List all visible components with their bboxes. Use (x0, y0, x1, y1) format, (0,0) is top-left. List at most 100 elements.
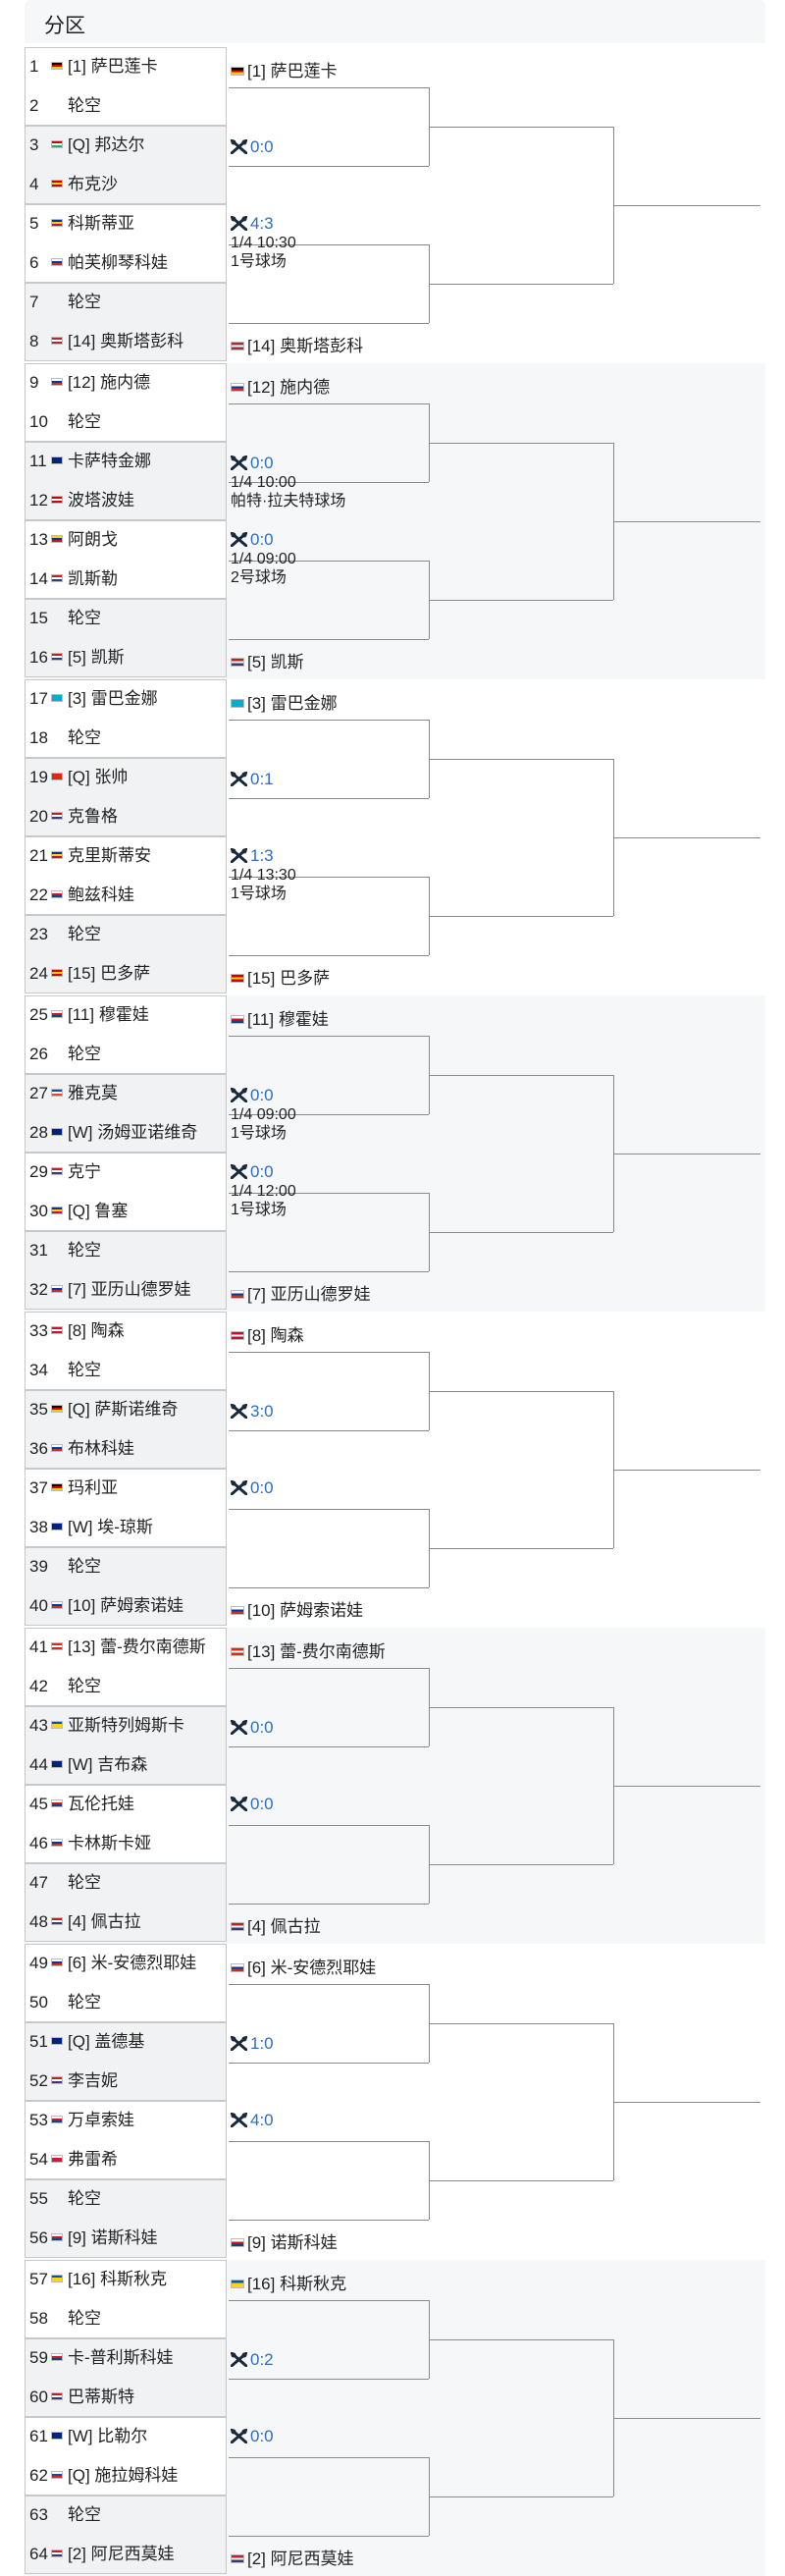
advanced-player-name[interactable]: [6] 米-安德烈耶娃 (247, 1959, 377, 1977)
player-row[interactable]: 3[Q] 邦达尔 (25, 126, 227, 165)
score-text[interactable]: 0:0 (250, 454, 274, 472)
player-name[interactable]: [W] 吉布森 (68, 1755, 148, 1774)
player-name[interactable]: [6] 米-安德烈耶娃 (68, 1954, 197, 1972)
player-name[interactable]: [8] 陶森 (68, 1321, 125, 1340)
advanced-player-name[interactable]: [7] 亚历山德罗娃 (247, 1285, 371, 1304)
player-row[interactable]: 17[3] 雷巴金娜 (25, 679, 227, 719)
player-name[interactable]: 鲍兹科娃 (68, 886, 134, 904)
advanced-player-name[interactable]: [9] 诺斯科娃 (247, 2233, 338, 2252)
player-name[interactable]: [4] 佩古拉 (68, 1912, 141, 1931)
player-name[interactable]: 轮空 (68, 96, 101, 115)
player-name[interactable]: [1] 萨巴莲卡 (68, 57, 158, 76)
match-score[interactable]: 0:0 (231, 2427, 274, 2446)
advanced-player-name[interactable]: [3] 雷巴金娜 (247, 694, 338, 713)
match-score[interactable]: 0:0 (231, 1795, 274, 1814)
score-text[interactable]: 0:0 (250, 530, 274, 549)
score-text[interactable]: 1:3 (250, 846, 274, 865)
player-name[interactable]: 科斯蒂亚 (68, 214, 134, 233)
advanced-player-name[interactable]: [8] 陶森 (247, 1326, 304, 1345)
player-row[interactable]: 48[4] 佩古拉 (25, 1903, 227, 1942)
score-text[interactable]: 0:1 (250, 770, 274, 788)
advanced-player[interactable]: [9] 诺斯科娃 (231, 2228, 338, 2253)
player-name[interactable]: 轮空 (68, 2189, 101, 2208)
advanced-player-name[interactable]: [1] 萨巴莲卡 (247, 62, 338, 80)
score-text[interactable]: 0:0 (250, 137, 274, 156)
player-name[interactable]: 李吉妮 (68, 2071, 118, 2090)
advanced-player[interactable]: [7] 亚历山德罗娃 (231, 1280, 371, 1305)
advanced-player[interactable]: [16] 科斯秋克 (231, 2270, 346, 2294)
player-row[interactable]: 64[2] 阿尼西莫娃 (25, 2535, 227, 2574)
advanced-player[interactable]: [11] 穆霍娃 (231, 1005, 329, 1030)
player-name[interactable]: [3] 雷巴金娜 (68, 689, 158, 708)
player-name[interactable]: 轮空 (68, 1361, 101, 1379)
match-score[interactable]: 0:1 (231, 770, 274, 789)
player-name[interactable]: [16] 科斯秋克 (68, 2270, 168, 2288)
advanced-player[interactable]: [5] 凯斯 (231, 648, 304, 672)
player-name[interactable]: [10] 萨姆索诺娃 (68, 1596, 184, 1615)
player-name[interactable]: 帕芙柳琴科娃 (68, 253, 168, 272)
player-name[interactable]: [15] 巴多萨 (68, 964, 151, 983)
player-row[interactable]: 57[16] 科斯秋克 (25, 2260, 227, 2299)
player-name[interactable]: 亚斯特列姆斯卡 (68, 1716, 184, 1735)
player-row[interactable]: 25[11] 穆霍娃 (25, 995, 227, 1035)
player-row[interactable]: 51[Q] 盖德基 (25, 2022, 227, 2062)
player-row[interactable]: 9[12] 施内德 (25, 363, 227, 402)
advanced-player-name[interactable]: [14] 奥斯塔彭科 (247, 337, 364, 355)
player-name[interactable]: [Q] 鲁塞 (68, 1202, 129, 1220)
advanced-player-name[interactable]: [11] 穆霍娃 (247, 1010, 329, 1029)
player-name[interactable]: 轮空 (68, 1993, 101, 2012)
match-score[interactable]: 0:0 (231, 1718, 274, 1738)
player-row[interactable]: 44[W] 吉布森 (25, 1745, 227, 1785)
player-name[interactable]: 瓦伦托娃 (68, 1795, 134, 1813)
advanced-player[interactable]: [8] 陶森 (231, 1321, 304, 1346)
advanced-player[interactable]: [14] 奥斯塔彭科 (231, 332, 363, 356)
player-name[interactable]: [11] 穆霍娃 (68, 1005, 149, 1024)
advanced-player-name[interactable]: [16] 科斯秋克 (247, 2275, 347, 2293)
advanced-player[interactable]: [13] 蕾-费尔南德斯 (231, 1637, 386, 1662)
advanced-player[interactable]: [4] 佩古拉 (231, 1912, 321, 1937)
player-name[interactable]: [Q] 盖德基 (68, 2032, 145, 2051)
player-name[interactable]: [5] 凯斯 (68, 648, 125, 667)
player-name[interactable]: 卡萨特金娜 (68, 452, 151, 470)
player-name[interactable]: [13] 蕾-费尔南德斯 (68, 1637, 206, 1656)
player-name[interactable]: 轮空 (68, 1557, 101, 1576)
score-text[interactable]: 0:0 (250, 1795, 274, 1813)
advanced-player[interactable]: [3] 雷巴金娜 (231, 689, 338, 714)
advanced-player-name[interactable]: [12] 施内德 (247, 378, 331, 397)
player-name[interactable]: 克里斯蒂安 (68, 846, 151, 865)
player-name[interactable]: 轮空 (68, 412, 101, 431)
advanced-player-name[interactable]: [5] 凯斯 (247, 653, 304, 671)
player-name[interactable]: 卡-普利斯科娃 (68, 2348, 174, 2367)
player-name[interactable]: [9] 诺斯科娃 (68, 2228, 158, 2247)
player-row[interactable]: 33[8] 陶森 (25, 1312, 227, 1351)
player-name[interactable]: [W] 埃-琼斯 (68, 1518, 153, 1536)
match-score[interactable]: 0:0 (231, 137, 274, 157)
player-name[interactable]: 轮空 (68, 2505, 101, 2524)
